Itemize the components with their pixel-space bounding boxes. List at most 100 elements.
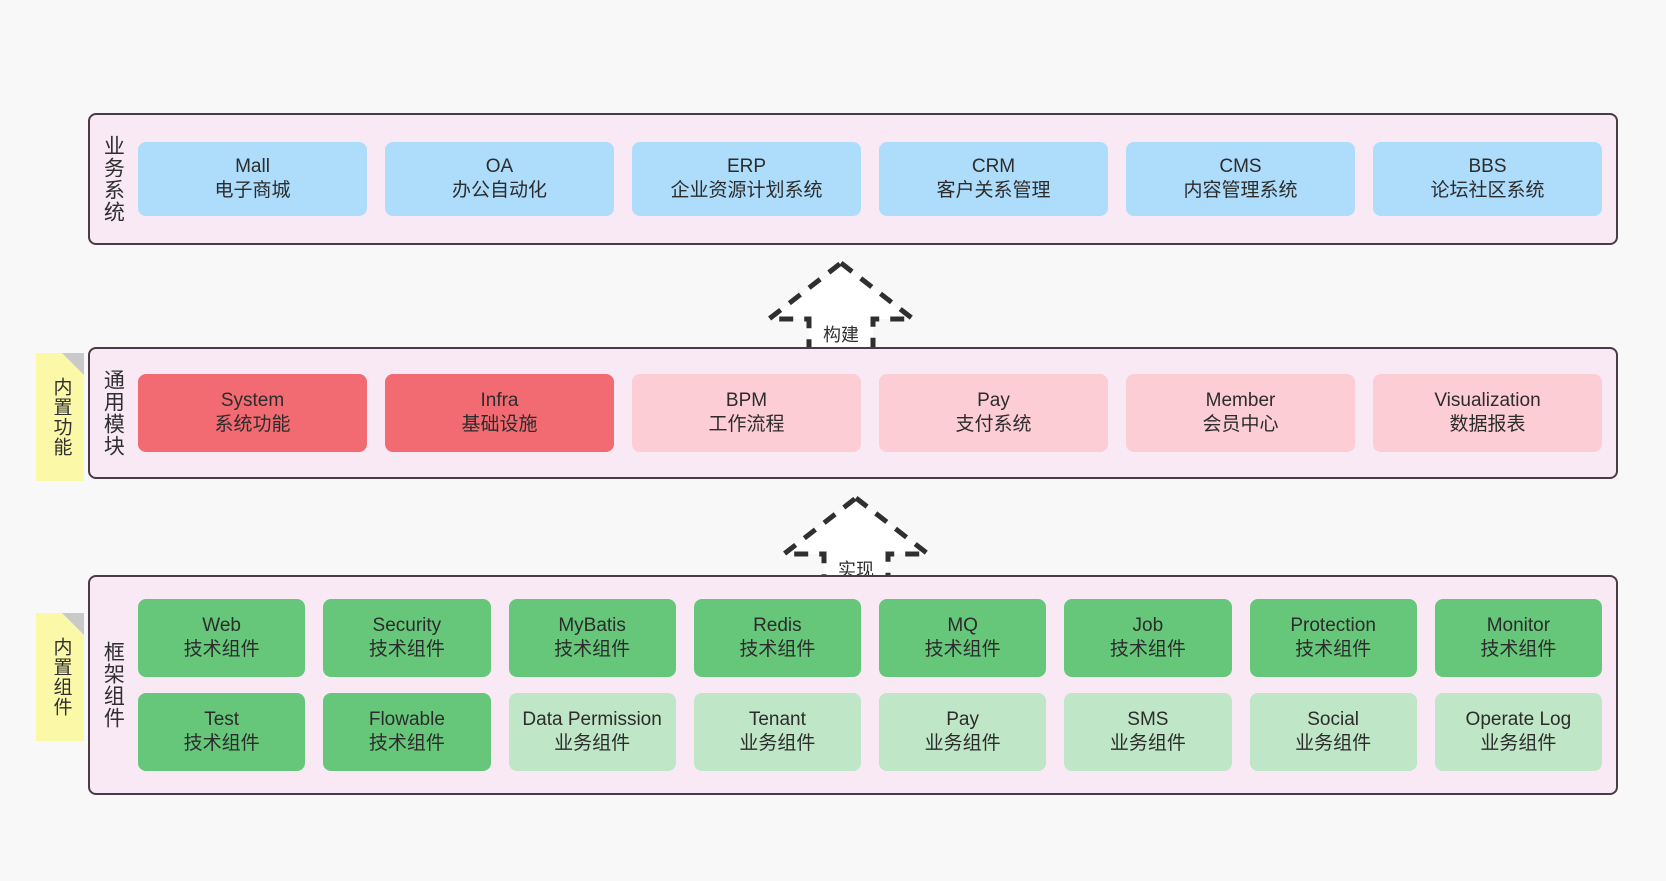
node-title: Security <box>372 614 442 636</box>
node-title: Infra <box>480 389 519 411</box>
node-title: BBS <box>1468 155 1507 177</box>
note-fold-corner-icon <box>62 353 84 375</box>
node-security[interactable]: Security 技术组件 <box>323 599 491 677</box>
node-subtitle: 电子商城 <box>214 180 291 201</box>
layer-body-business-system: Mall 电子商城 OA 办公自动化 ERP 企业资源计划系统 CRM 客户关系… <box>134 115 1616 243</box>
layer-row: Web 技术组件 Security 技术组件 MyBatis 技术组件 Redi… <box>138 599 1602 677</box>
node-visualization[interactable]: Visualization 数据报表 <box>1373 374 1602 452</box>
node-title: Data Permission <box>522 708 662 730</box>
node-monitor[interactable]: Monitor 技术组件 <box>1434 599 1602 677</box>
note-label: 内置组件 <box>50 637 72 717</box>
node-member[interactable]: Member 会员中心 <box>1126 374 1355 452</box>
node-title: SMS <box>1127 708 1169 730</box>
block-arrow-realize-icon: 实现 <box>776 492 936 588</box>
node-subtitle: 业务组件 <box>1295 733 1372 754</box>
node-subtitle: 技术组件 <box>1109 639 1186 660</box>
node-cms[interactable]: CMS 内容管理系统 <box>1126 142 1355 216</box>
node-title: MyBatis <box>558 614 626 636</box>
node-title: MQ <box>947 614 978 636</box>
node-mybatis[interactable]: MyBatis 技术组件 <box>508 599 676 677</box>
node-title: Social <box>1307 708 1359 730</box>
layer-common-module: 通用模块 System 系统功能 Infra 基础设施 BPM 工作流程 Pay… <box>88 347 1618 479</box>
node-pay[interactable]: Pay 支付系统 <box>879 374 1108 452</box>
node-subtitle: 技术组件 <box>368 639 445 660</box>
layer-title-business-system: 业务系统 <box>101 135 125 223</box>
node-subtitle: 技术组件 <box>924 639 1001 660</box>
layer-row: System 系统功能 Infra 基础设施 BPM 工作流程 Pay 支付系统… <box>138 374 1602 452</box>
layer-business-system: 业务系统 Mall 电子商城 OA 办公自动化 ERP 企业资源计划系统 CRM… <box>88 113 1618 245</box>
node-flowable[interactable]: Flowable 技术组件 <box>323 693 491 771</box>
node-subtitle: 业务组件 <box>554 733 631 754</box>
node-sms[interactable]: SMS 业务组件 <box>1064 693 1232 771</box>
node-subtitle: 支付系统 <box>955 414 1032 435</box>
node-oa[interactable]: OA 办公自动化 <box>385 142 614 216</box>
node-pay-component[interactable]: Pay 业务组件 <box>879 693 1047 771</box>
node-title: Job <box>1132 614 1164 636</box>
node-title: Mall <box>235 155 270 177</box>
node-operate-log[interactable]: Operate Log 业务组件 <box>1434 693 1602 771</box>
node-social[interactable]: Social 业务组件 <box>1249 693 1417 771</box>
node-subtitle: 论坛社区系统 <box>1430 180 1545 201</box>
node-web[interactable]: Web 技术组件 <box>138 599 306 677</box>
node-title: Test <box>204 708 240 730</box>
node-title: Member <box>1205 389 1276 411</box>
block-arrow-build-icon: 构建 <box>761 257 921 353</box>
layer-row: Mall 电子商城 OA 办公自动化 ERP 企业资源计划系统 CRM 客户关系… <box>138 142 1602 216</box>
node-title: Web <box>202 614 241 636</box>
node-subtitle: 数据报表 <box>1449 414 1526 435</box>
node-subtitle: 技术组件 <box>1295 639 1372 660</box>
layer-framework-component: 框架组件 Web 技术组件 Security 技术组件 MyBatis 技术组件… <box>88 575 1618 795</box>
node-crm[interactable]: CRM 客户关系管理 <box>879 142 1108 216</box>
node-redis[interactable]: Redis 技术组件 <box>693 599 861 677</box>
node-subtitle: 业务组件 <box>1480 733 1557 754</box>
note-builtin-functions: 内置功能 <box>36 353 84 481</box>
node-title: Operate Log <box>1465 708 1572 730</box>
node-job[interactable]: Job 技术组件 <box>1064 599 1232 677</box>
node-bbs[interactable]: BBS 论坛社区系统 <box>1373 142 1602 216</box>
node-protection[interactable]: Protection 技术组件 <box>1249 599 1417 677</box>
layer-body-common-module: System 系统功能 Infra 基础设施 BPM 工作流程 Pay 支付系统… <box>134 349 1616 477</box>
node-infra[interactable]: Infra 基础设施 <box>385 374 614 452</box>
node-subtitle: 工作流程 <box>708 414 785 435</box>
node-title: OA <box>485 155 514 177</box>
node-subtitle: 系统功能 <box>214 414 291 435</box>
layer-row: Test 技术组件 Flowable 技术组件 Data Permission … <box>138 693 1602 771</box>
node-title: BPM <box>725 389 768 411</box>
node-subtitle: 业务组件 <box>924 733 1001 754</box>
node-subtitle: 技术组件 <box>183 639 260 660</box>
node-title: Flowable <box>368 708 445 730</box>
layer-title-framework-component: 框架组件 <box>101 641 125 729</box>
node-title: Protection <box>1290 614 1376 636</box>
node-bpm[interactable]: BPM 工作流程 <box>632 374 861 452</box>
node-subtitle: 业务组件 <box>1109 733 1186 754</box>
node-subtitle: 技术组件 <box>183 733 260 754</box>
node-subtitle: 业务组件 <box>739 733 816 754</box>
node-mq[interactable]: MQ 技术组件 <box>879 599 1047 677</box>
layer-body-framework-component: Web 技术组件 Security 技术组件 MyBatis 技术组件 Redi… <box>134 577 1616 793</box>
node-subtitle: 企业资源计划系统 <box>670 180 823 201</box>
node-title: Monitor <box>1486 614 1551 636</box>
node-mall[interactable]: Mall 电子商城 <box>138 142 367 216</box>
node-title: Visualization <box>1434 389 1541 411</box>
node-title: CMS <box>1219 155 1262 177</box>
node-title: Pay <box>977 389 1010 411</box>
node-title: Tenant <box>748 708 806 730</box>
note-builtin-components: 内置组件 <box>36 613 84 741</box>
node-subtitle: 办公自动化 <box>451 180 547 201</box>
node-system[interactable]: System 系统功能 <box>138 374 367 452</box>
node-subtitle: 基础设施 <box>461 414 538 435</box>
node-subtitle: 技术组件 <box>1480 639 1557 660</box>
node-title: CRM <box>971 155 1016 177</box>
node-subtitle: 内容管理系统 <box>1183 180 1298 201</box>
node-test[interactable]: Test 技术组件 <box>138 693 306 771</box>
node-subtitle: 技术组件 <box>554 639 631 660</box>
node-tenant[interactable]: Tenant 业务组件 <box>693 693 861 771</box>
node-subtitle: 客户关系管理 <box>936 180 1051 201</box>
node-data-permission[interactable]: Data Permission 业务组件 <box>508 693 676 771</box>
node-title: ERP <box>726 155 767 177</box>
node-title: Redis <box>753 614 802 636</box>
node-subtitle: 会员中心 <box>1202 414 1279 435</box>
node-erp[interactable]: ERP 企业资源计划系统 <box>632 142 861 216</box>
node-subtitle: 技术组件 <box>368 733 445 754</box>
